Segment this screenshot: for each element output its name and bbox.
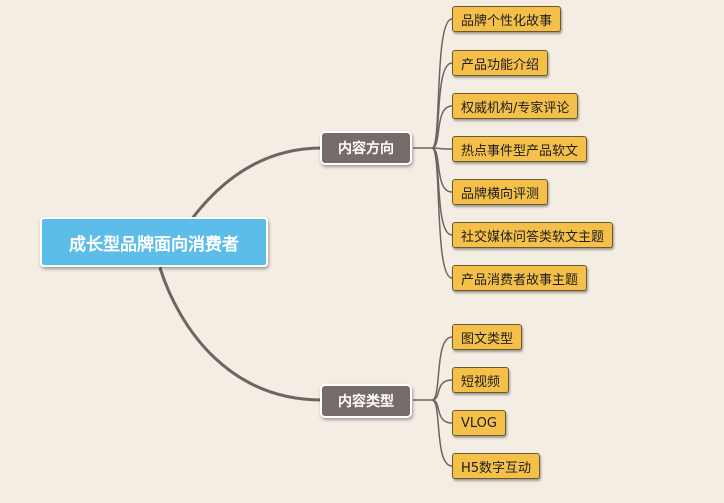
leaf-connector-line [431, 399, 453, 467]
leaf-authority-expert-review[interactable]: 权威机构/专家评论 [452, 93, 579, 119]
leaf-connector-line [431, 147, 453, 279]
leaf-hot-event-soft-article[interactable]: 热点事件型产品软文 [452, 136, 588, 162]
leaf-short-video[interactable]: 短视频 [452, 367, 510, 393]
leaf-connector-line [431, 336, 453, 401]
leaf-vlog[interactable]: VLOG [452, 410, 506, 436]
leaf-product-feature-intro[interactable]: 产品功能介绍 [452, 50, 549, 76]
leaf-image-text-type[interactable]: 图文类型 [452, 324, 523, 350]
leaf-h5-digital-interaction[interactable]: H5数字互动 [452, 453, 541, 479]
root-topic[interactable]: 成长型品牌面向消费者 [40, 217, 268, 267]
leaf-brand-personalized-story[interactable]: 品牌个性化故事 [452, 6, 562, 32]
leaf-connector-line [431, 105, 453, 149]
branch-connectors-content-direction [413, 18, 453, 279]
leaf-brand-horizontal-review[interactable]: 品牌横向评测 [452, 179, 549, 205]
branch-connectors-content-type [413, 336, 453, 467]
branch-content-direction[interactable]: 内容方向 [320, 131, 412, 165]
branch-content-type[interactable]: 内容类型 [320, 384, 412, 418]
leaf-connector-line [431, 62, 453, 149]
leaf-consumer-story-topic[interactable]: 产品消费者故事主题 [452, 265, 588, 291]
leaf-social-media-qa-topic[interactable]: 社交媒体问答类软文主题 [452, 222, 614, 248]
leaf-connector-line [431, 379, 453, 401]
connector-root-to-content-type [158, 267, 323, 402]
